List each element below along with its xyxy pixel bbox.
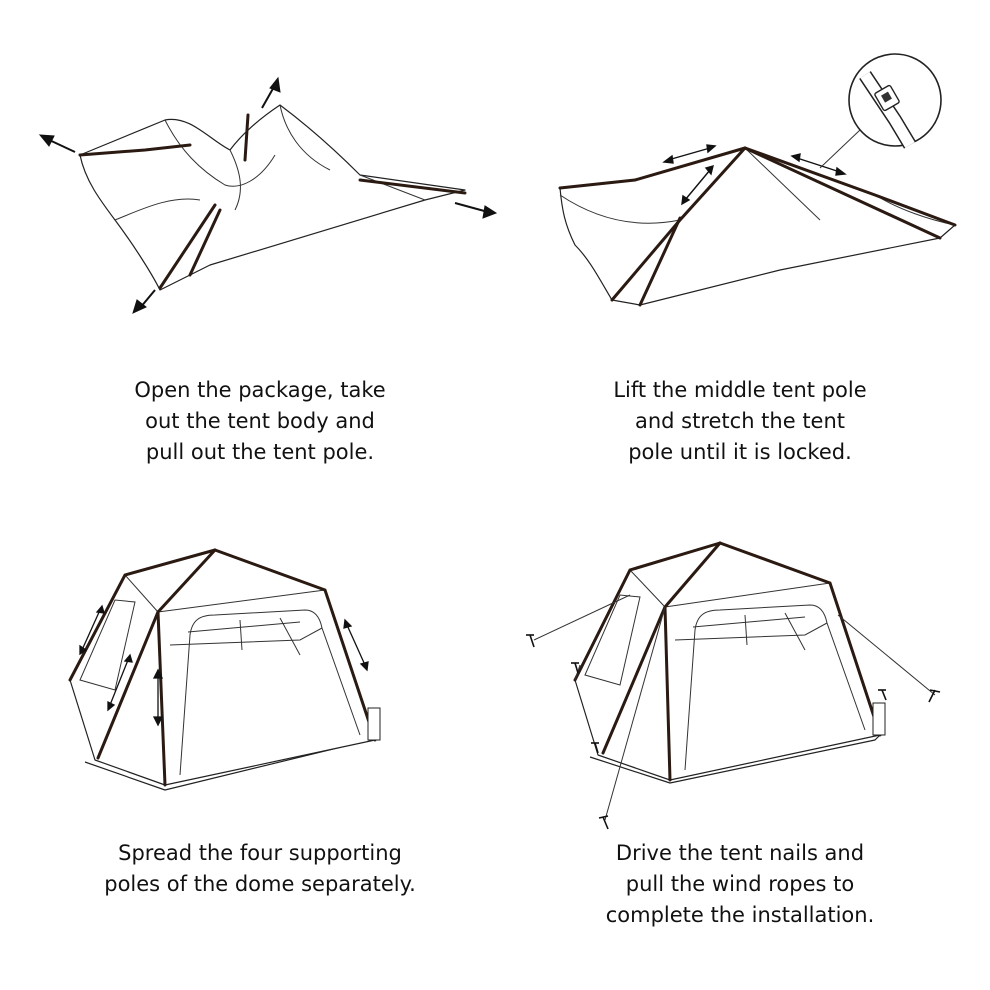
step-2-caption: Lift the middle tent pole and stretch th… [540,375,940,468]
arrow-right-icon [454,202,498,219]
caption-line: pull the wind ropes to [625,872,855,896]
caption-line: Open the package, take [134,378,386,402]
pole-left [78,143,192,157]
pole-left-front [96,610,160,760]
step-3-panel [60,540,400,800]
pole-lock-detail-icon [848,53,942,149]
wind-rope-right [837,614,936,696]
callout-line [819,129,861,169]
tent-nail-icon [598,815,609,830]
unfold-tent-illustration [38,76,498,314]
pole-right [718,541,882,737]
arrow-up-icon [261,76,281,109]
arrow-pair-top-icon [662,144,717,164]
pole-front-right [638,216,682,307]
arrow-down-left-icon [132,289,156,314]
door-outline [684,604,866,771]
pole-left [558,146,747,190]
tent-fabric [79,104,466,291]
step-4-caption: Drive the tent nails and pull the wind r… [540,838,940,931]
lift-pole-illustration [558,53,957,307]
tent-nail-icon [591,742,599,754]
caption-line: complete the installation. [605,903,875,927]
step-3-caption: Spread the four supporting poles of the … [50,838,470,900]
pole-left-back [573,541,722,682]
caption-line: poles of the dome separately. [104,872,416,896]
pole-right [743,146,957,227]
door-outline [179,609,361,776]
arrow-left-icon [38,134,76,153]
side-flap [367,707,381,741]
pole-left-back [68,548,217,682]
pole-front-center [663,605,672,782]
wind-rope-front [604,606,666,821]
caption-line: pole until it is locked. [628,440,852,464]
pole-front [156,548,217,614]
step-1-caption: Open the package, take out the tent body… [60,375,460,468]
arrow-pair-front-icon [152,668,164,727]
tent-fabric [559,147,956,306]
step-1-panel [30,60,500,320]
pole-back [743,146,942,240]
pole-right [213,548,377,742]
tent-nail-icon [878,689,887,701]
tent-nail-icon [526,634,535,648]
pole-left-front [601,605,667,755]
caption-line: Lift the middle tent pole [613,378,867,402]
arrow-pair-right-icon [343,618,369,672]
pole-top [243,113,250,162]
spread-poles-illustration [68,548,381,791]
caption-line: Drive the tent nails and [615,841,865,865]
pole-front [663,541,722,609]
caption-line: pull out the tent pole. [145,440,375,464]
step-4-panel [520,535,950,835]
tent-nail-icon [571,662,579,674]
caption-line: and stretch the tent [634,409,846,433]
arrow-pair-down-icon [681,164,714,206]
tent-body [69,549,376,786]
wind-rope-left [533,594,631,641]
caption-line: Spread the four supporting [118,841,402,865]
pole-front-a [158,203,217,290]
step-2-panel [550,50,970,320]
caption-line: out the tent body and [145,409,375,433]
side-flap [872,702,886,736]
pole-front-center [156,610,167,787]
staked-tent-illustration [526,541,941,830]
tent-nail-icon [928,689,941,703]
arrow-pair-right-icon [790,153,847,176]
pole-right [358,178,467,195]
tent-body [574,542,881,781]
arrow-pair-left-icon [79,604,105,656]
pole-front-b [188,208,222,277]
arrow-pair-center-icon [107,653,133,712]
